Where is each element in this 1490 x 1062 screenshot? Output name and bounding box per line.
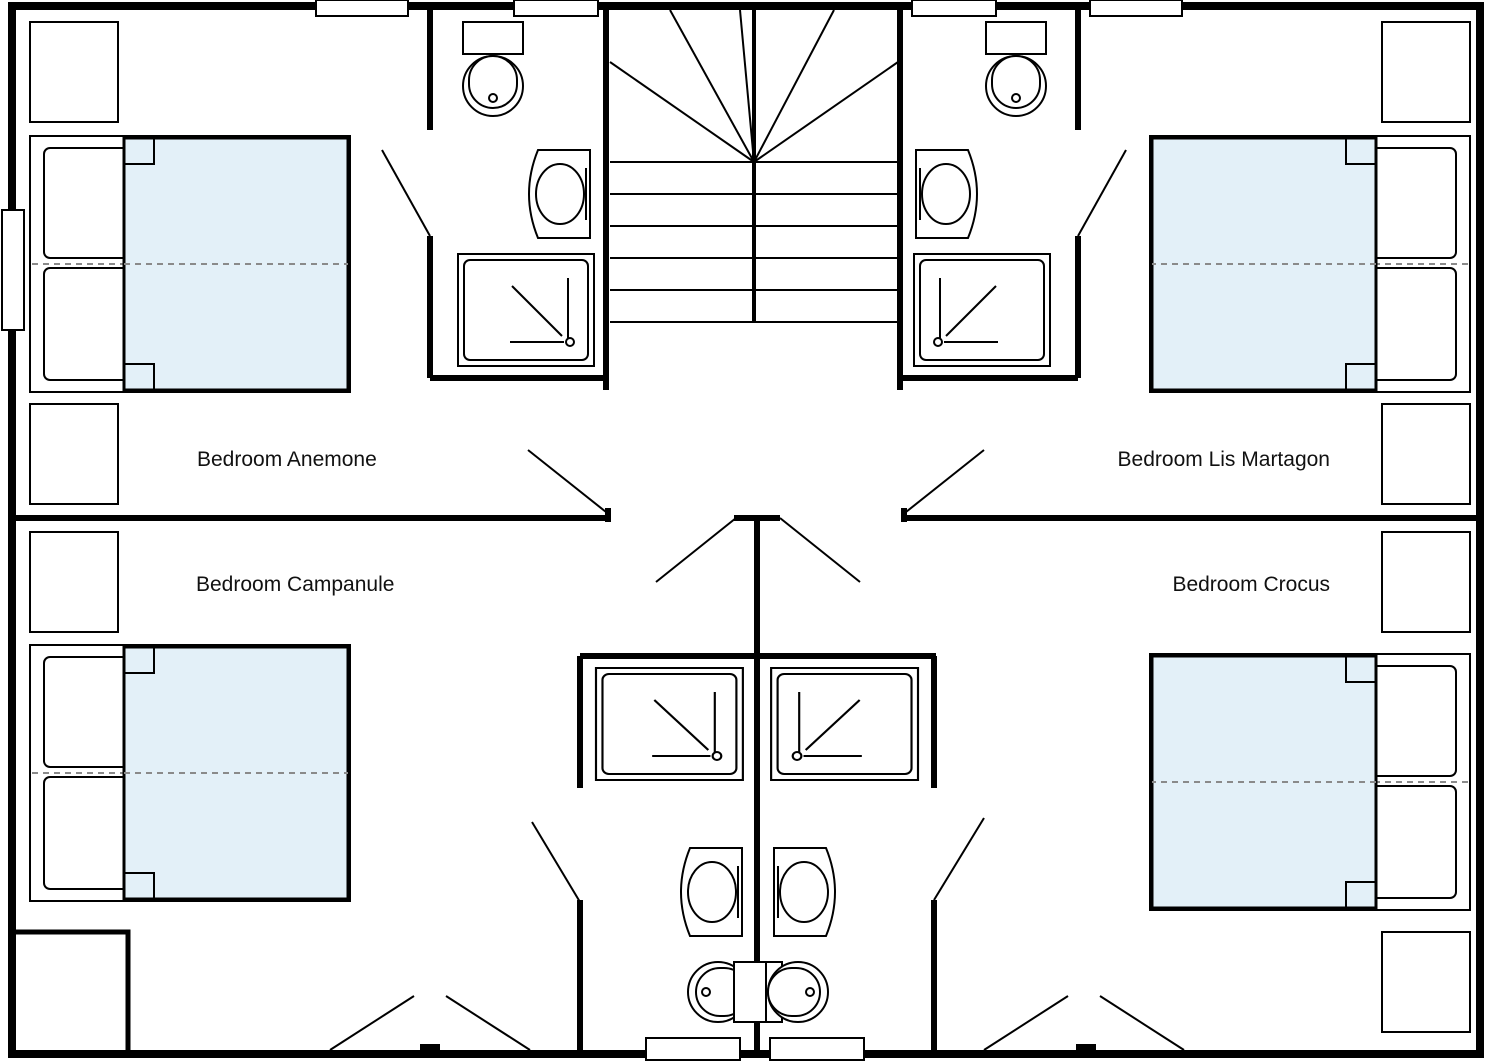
room-label-crocus: Bedroom Crocus <box>1172 573 1330 596</box>
bed-campanule <box>28 643 352 903</box>
windows <box>1 0 1183 1061</box>
nightstands <box>29 21 1471 1033</box>
room-label-anemone: Bedroom Anemone <box>197 448 377 471</box>
door-swings <box>329 149 1185 1051</box>
bed-lis-martagon <box>1148 134 1472 394</box>
staircase <box>609 9 899 323</box>
bed-anemone <box>28 134 352 394</box>
interior-walls <box>9 6 1480 1057</box>
outer-walls <box>8 2 1484 1058</box>
bed-crocus <box>1148 652 1472 912</box>
room-label-campanule: Bedroom Campanule <box>196 573 394 596</box>
room-label-lis-martagon: Bedroom Lis Martagon <box>1118 448 1330 471</box>
